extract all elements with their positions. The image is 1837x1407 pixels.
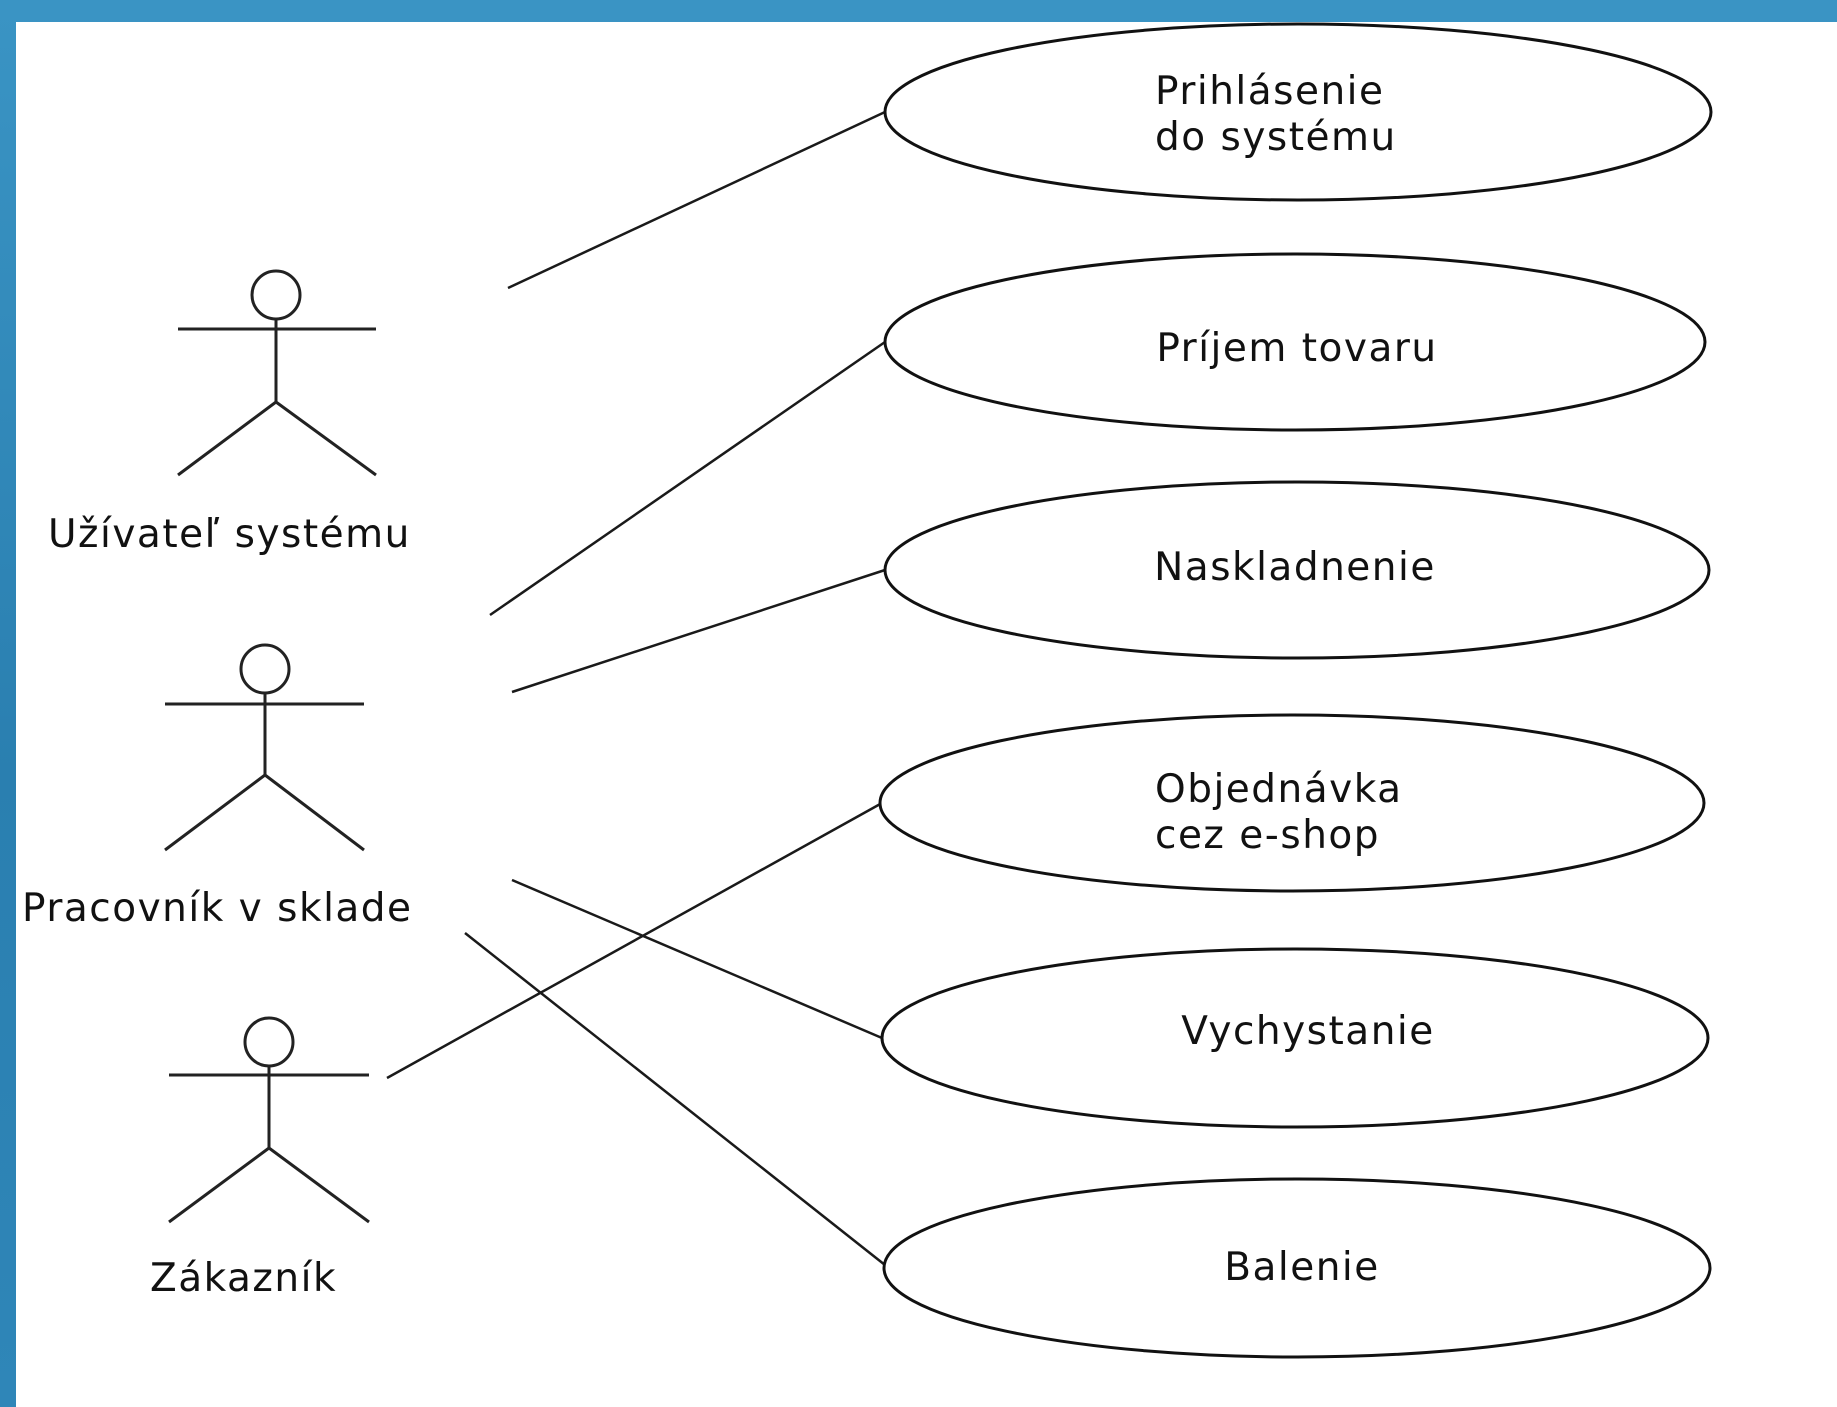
- use-case-label: Objednávka: [1155, 767, 1403, 812]
- use-case-picking: Vychystanie: [880, 947, 1710, 1129]
- use-case-label: Prihlásenie: [1155, 69, 1385, 114]
- actor-label: Pracovník v sklade: [22, 886, 413, 931]
- stick-figure-icon: [177, 269, 377, 477]
- association-worker-picking: [511, 878, 883, 1040]
- associations: [386, 110, 886, 1266]
- use-case-login: Prihlásenie do systému: [883, 22, 1713, 202]
- use-case-receipt: Príjem tovaru: [883, 252, 1707, 432]
- use-case-packing: Balenie: [882, 1177, 1712, 1359]
- association-user-login: [507, 110, 886, 290]
- association-worker-packing: [464, 932, 886, 1266]
- association-customer-eshop: [386, 801, 883, 1080]
- use-case-eshop: Objednávka cez e-shop: [878, 713, 1706, 893]
- actor-label: Užívateľ systému: [48, 512, 411, 557]
- use-case-label: Balenie: [1224, 1245, 1380, 1290]
- use-case-label: Naskladnenie: [1154, 545, 1436, 590]
- use-case-storage: Naskladnenie: [883, 480, 1711, 660]
- use-case-ellipse: [882, 1177, 1712, 1359]
- actor-worker: Pracovník v sklade: [22, 643, 413, 931]
- actor-customer: Zákazník: [150, 1016, 370, 1301]
- use-case-ellipse: [883, 480, 1711, 660]
- use-case-ellipse: [883, 22, 1713, 202]
- use-case-ellipse: [883, 252, 1707, 432]
- stick-figure-icon: [168, 1016, 370, 1224]
- use-cases: Prihlásenie do systému Príjem tovaru Nas…: [878, 22, 1713, 1359]
- diagram-canvas: [16, 22, 1837, 1407]
- use-case-ellipse: [878, 713, 1706, 893]
- use-case-label: cez e-shop: [1155, 813, 1380, 858]
- actor-user: Užívateľ systému: [48, 269, 411, 557]
- actor-label: Zákazník: [150, 1256, 337, 1301]
- use-case-ellipse: [880, 947, 1710, 1129]
- use-case-label: do systému: [1155, 115, 1397, 160]
- actors: Užívateľ systému Pracovník v sklade: [22, 269, 413, 1301]
- use-case-label: Vychystanie: [1181, 1009, 1435, 1054]
- stick-figure-icon: [164, 643, 365, 852]
- association-worker-storage: [511, 568, 886, 694]
- use-case-label: Príjem tovaru: [1156, 326, 1437, 371]
- association-worker-receipt: [489, 340, 886, 617]
